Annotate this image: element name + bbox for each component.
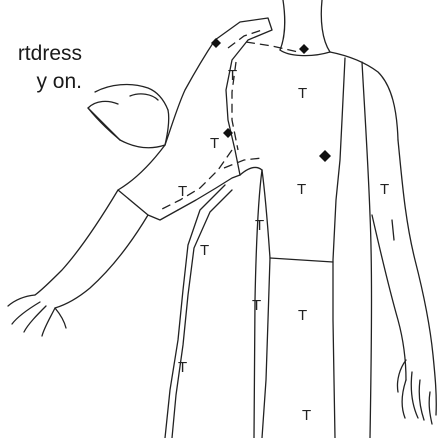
right-body-edge [362,62,372,438]
center-panel-left [262,258,270,438]
notch-side-seam [319,150,331,162]
grain-markers: T T T T T T T T T T T T [178,67,389,424]
bodice-left-edge [240,168,262,175]
left-lower-arm [35,190,118,295]
sleeve-stitch-upper [228,30,262,48]
bust-stitch [224,158,262,168]
right-arm-outer [398,140,436,415]
sleeve-cap [215,18,272,175]
grain-mark: T [200,242,209,259]
neck-right [321,0,330,52]
right-side-seam [333,58,345,438]
left-upper-arm-top [120,140,165,148]
grain-mark: T [178,359,187,376]
grain-mark: T [298,307,307,324]
waist-seam [270,258,333,262]
grain-mark: T [210,135,219,152]
sleeve-lower-fold [178,175,240,210]
front-edge-outer [165,185,225,438]
left-hand-upper [88,85,168,140]
right-arm-inner [372,215,406,380]
grain-mark: T [228,67,237,84]
grain-mark: T [255,217,264,234]
grain-mark: T [178,183,187,200]
notch-neck [299,44,309,54]
bodice-dart [262,170,270,258]
grain-mark: T [297,181,306,198]
neck-left [280,0,285,50]
left-open-hand [8,295,66,336]
left-wrist [88,108,169,145]
right-hand [397,360,432,424]
grain-mark: T [252,297,261,314]
notch-shoulder-left [211,38,221,48]
right-forearm-detail [392,220,394,240]
grain-mark: T [380,181,389,198]
sleeve-outer [118,40,215,220]
shoulder-stitch [246,42,298,52]
grain-mark: T [302,407,311,424]
grain-mark: T [298,85,307,102]
